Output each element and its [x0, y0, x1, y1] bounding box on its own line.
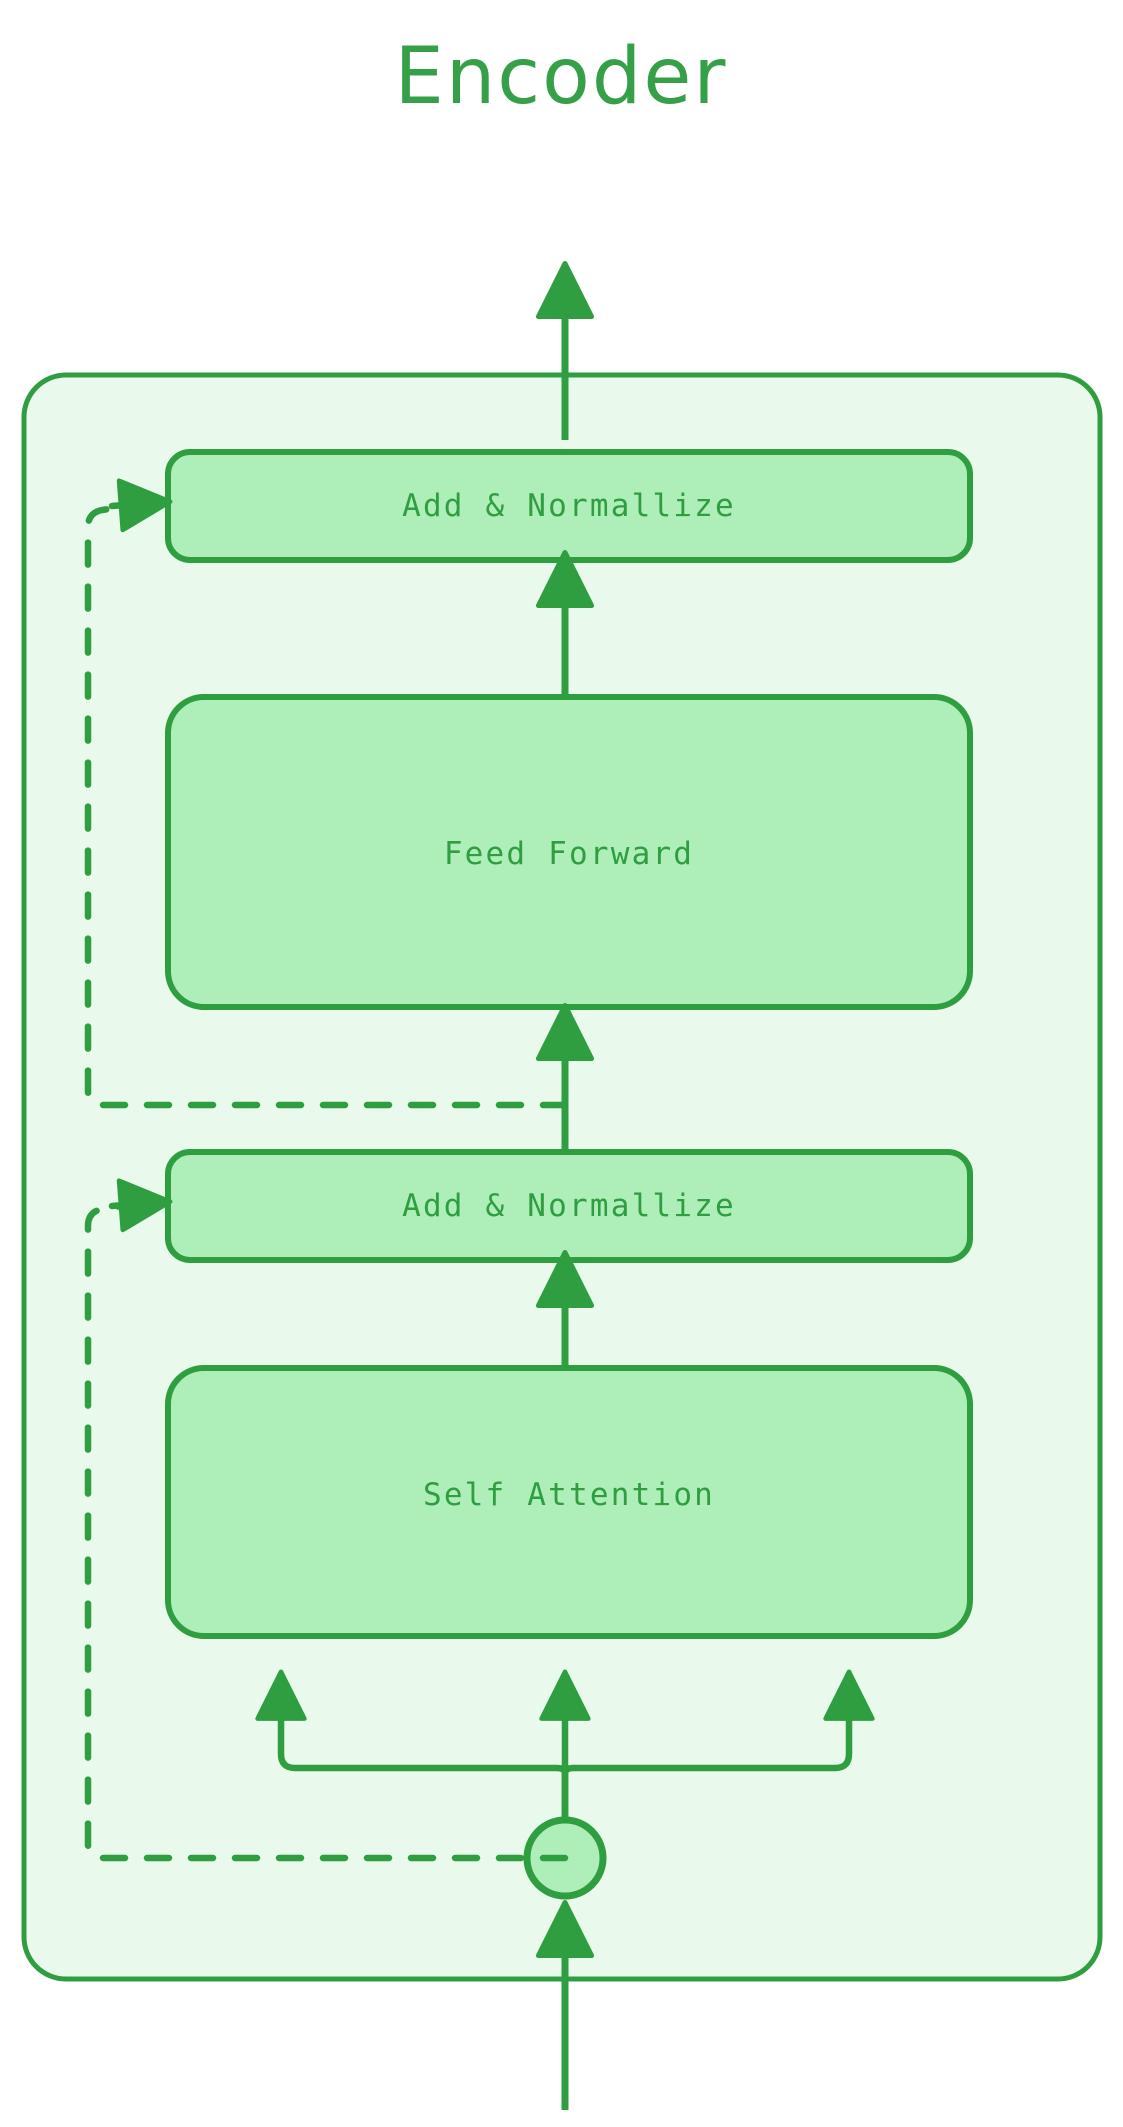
node-add-normallize-top-label: Add & Normallize: [402, 488, 736, 524]
node-self-attention-label: Self Attention: [423, 1477, 715, 1513]
edge-split-to-selfattention-right: [561, 1669, 875, 1824]
node-self-attention[interactable]: [165, 1365, 973, 1639]
edge-residual-feedforward-arrowtip: [108, 478, 173, 533]
node-feed-forward-label: Feed Forward: [444, 836, 694, 872]
edge-residual-attention-dashed: [84, 1200, 569, 1862]
diagram-title: Encoder: [395, 32, 728, 122]
edge-residual-feedforward-dashed: [84, 501, 569, 1109]
node-add-normallize-bottom-label: Add & Normallize: [402, 1188, 736, 1224]
edge-residual-attention-arrowtip: [108, 1178, 173, 1233]
